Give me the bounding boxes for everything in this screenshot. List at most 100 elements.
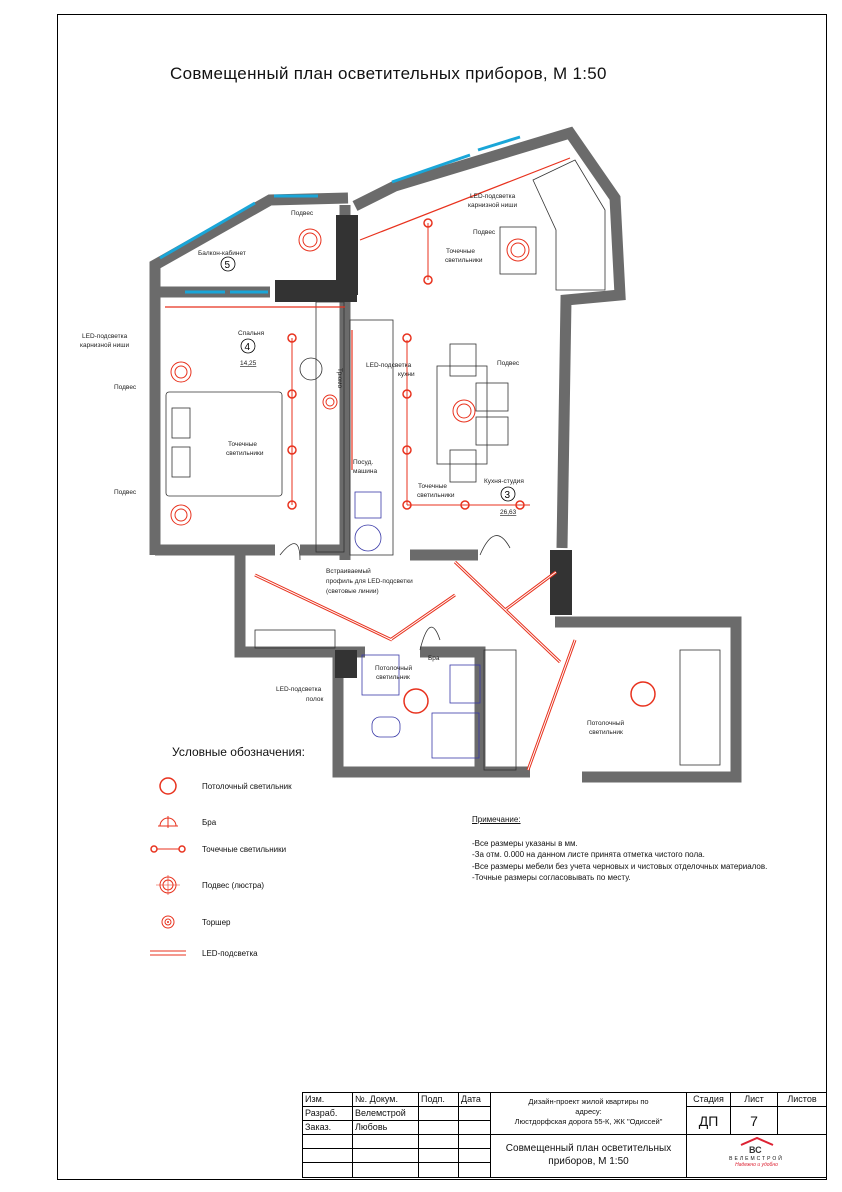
sheets-label: Листов (778, 1093, 826, 1107)
sconce-icon (158, 816, 178, 828)
project-line: адресу: (575, 1107, 602, 1116)
legend-item: LED-подсветка (148, 943, 258, 963)
legend-title: Условные обозначения: (172, 745, 305, 759)
tb-cell: Заказ. (303, 1121, 353, 1135)
note-line: -Все размеры указаны в мм. (472, 838, 578, 848)
svg-text:(световые линии): (световые линии) (326, 588, 379, 595)
svg-text:ВС: ВС (749, 1145, 762, 1154)
tb-cell (419, 1107, 459, 1121)
svg-text:LED-подсветка: LED-подсветка (366, 362, 412, 369)
svg-text:Подвес: Подвес (114, 384, 137, 391)
svg-text:Потолочный: Потолочный (587, 719, 625, 727)
svg-text:светильники: светильники (445, 257, 483, 264)
svg-text:машина: машина (353, 468, 378, 475)
legend-item: Бра (148, 812, 216, 832)
room-area: 26,63 (500, 509, 517, 516)
svg-text:светильник: светильник (589, 729, 623, 736)
dark-column (336, 215, 358, 295)
sheet-title: Совмещенный план осветительных приборов,… (491, 1135, 687, 1177)
tb-cell: Любовь (353, 1121, 419, 1135)
dark-column (550, 550, 572, 615)
logo-text: ВЕЛЕМСТРОЙ (729, 1156, 784, 1162)
notes-heading: Примечание: (472, 815, 521, 824)
tb-cell: Велемстрой (353, 1107, 419, 1121)
dark-column (335, 650, 357, 678)
project-line: Дизайн-проект жилой квартиры по (528, 1097, 649, 1106)
sheet-title-line: Совмещенный план осветительных (505, 1143, 672, 1154)
logo-icon: ВС (740, 1136, 773, 1155)
tb-cell: Разраб. (303, 1107, 353, 1121)
sheet-frame (57, 14, 827, 1180)
page-title: Совмещенный план осветительных приборов,… (170, 64, 607, 83)
svg-text:Бра: Бра (428, 655, 440, 662)
svg-text:Точечные: Точечные (446, 248, 475, 255)
legend-item: Подвес (люстра) (148, 875, 264, 895)
logo-slogan: Надежно и удобно (735, 1162, 778, 1168)
legend-item: Потолочный светильник (148, 776, 292, 796)
svg-text:профиль для LED-подсветки: профиль для LED-подсветки (326, 578, 413, 585)
sheet-value: 7 (731, 1107, 778, 1135)
svg-text:Точечные: Точечные (228, 441, 257, 448)
room-number-badge (500, 486, 516, 502)
room-number: 5 (225, 260, 231, 271)
svg-text:Встраиваемый: Встраиваемый (326, 567, 371, 575)
pendant-icon (156, 875, 180, 895)
room-number-badge (240, 338, 256, 354)
project-line: Люстдорфская дорога 55-К, ЖК "Одиссей" (514, 1117, 663, 1126)
notes: Примечание: -Все размеры указаны в мм. -… (472, 814, 792, 884)
svg-text:LED-подсветка: LED-подсветка (470, 193, 516, 200)
note-line: -Точные размеры согласовывать по месту. (472, 873, 631, 882)
room-name: Кухня-студия (484, 478, 524, 485)
svg-text:карнизной ниши: карнизной ниши (80, 341, 129, 349)
svg-text:светильники: светильники (417, 492, 455, 499)
svg-text:полок: полок (306, 696, 323, 703)
legend-item: Точечные светильники (148, 839, 286, 859)
tb-cell (419, 1121, 459, 1135)
svg-text:светильник: светильник (376, 674, 410, 681)
ceiling-light-icon (159, 777, 177, 795)
sheet-label: Лист (731, 1093, 778, 1107)
tb-header: Дата (459, 1093, 491, 1107)
svg-text:Подвес: Подвес (291, 210, 314, 217)
room-number-badge (220, 256, 236, 272)
tb-cell (459, 1107, 491, 1121)
legend-item: Торшер (148, 912, 230, 932)
svg-text:Трюмо: Трюмо (336, 368, 343, 388)
project-description: Дизайн-проект жилой квартиры по адресу: … (491, 1093, 687, 1135)
tb-cell (459, 1121, 491, 1135)
svg-text:Точечные: Точечные (418, 483, 447, 490)
led-strip-icon (150, 950, 186, 956)
svg-text:Подвес: Подвес (497, 360, 520, 367)
title-block: Изм. №. Докум. Подп. Дата Разраб. Велемс… (302, 1092, 827, 1178)
company-logo: ВС ВЕЛЕМСТРОЙ Надежно и удобно (687, 1135, 826, 1177)
svg-text:Потолочный: Потолочный (375, 664, 413, 672)
svg-text:Подвес: Подвес (473, 229, 496, 236)
svg-text:LED-подсветка: LED-подсветка (82, 333, 128, 340)
svg-text:Посуд.: Посуд. (353, 459, 373, 466)
furniture (165, 159, 721, 771)
svg-text:кухни: кухни (398, 371, 415, 378)
tb-header: Изм. (303, 1093, 353, 1107)
tb-header: Подп. (419, 1093, 459, 1107)
svg-text:Подвес: Подвес (114, 489, 137, 496)
room-number: 3 (505, 490, 511, 501)
spot-lights-icon (150, 845, 186, 853)
room-name: Балкон-кабинет (198, 249, 246, 257)
stage-label: Стадия (687, 1093, 731, 1107)
svg-text:LED-подсветка: LED-подсветка (276, 686, 322, 693)
windows (159, 135, 521, 294)
lighting (165, 157, 656, 771)
room-number: 4 (245, 342, 251, 353)
room-area: 14,25 (240, 360, 257, 367)
svg-text:карнизной ниши: карнизной ниши (468, 201, 517, 209)
note-line: -Все размеры мебели без учета черновых и… (472, 861, 768, 871)
floor-lamp-icon (161, 915, 175, 929)
sheets-value (778, 1107, 826, 1135)
sheet-title-line: приборов, М 1:50 (548, 1156, 629, 1167)
svg-text:светильники: светильники (226, 450, 264, 457)
note-line: -За отм. 0.000 на данном листе принята о… (472, 850, 705, 859)
stage-value: ДП (687, 1107, 731, 1135)
tb-header: №. Докум. (353, 1093, 419, 1107)
